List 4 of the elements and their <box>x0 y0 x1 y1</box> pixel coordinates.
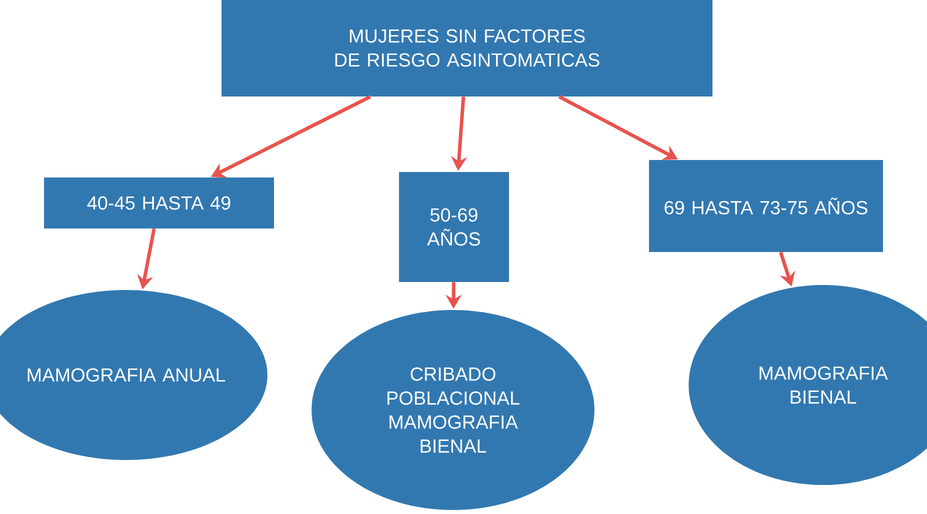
process-box: 50-69 AÑOS <box>399 172 509 282</box>
process-box: 69 HASTA 73-75 AÑOS <box>649 160 883 252</box>
process-box: MUJERES SIN FACTORES DE RIESGO ASINTOMATICAS <box>222 0 712 96</box>
process-box: 40-45 HASTA 49 <box>44 178 274 228</box>
